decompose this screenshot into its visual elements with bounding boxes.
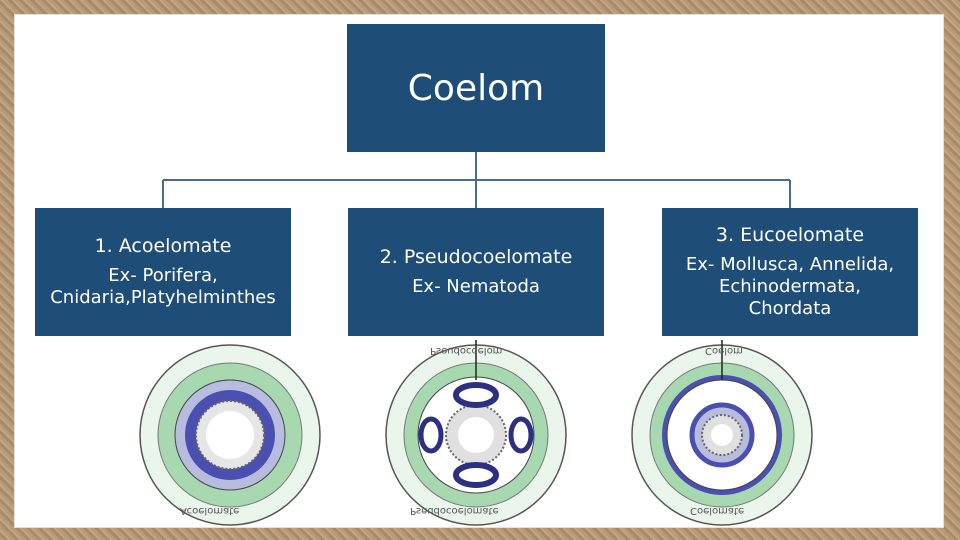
coelom-label: Coelom xyxy=(705,345,743,356)
acoelomate-heading: 1. Acoelomate xyxy=(94,235,232,257)
pseudocoelomate-box: 2. Pseudocoelomate Ex- Nematoda xyxy=(348,208,604,336)
pseudocoelom-label: Pseudocoelom xyxy=(430,345,503,356)
pseudocoelomate-heading: 2. Pseudocoelomate xyxy=(379,246,573,268)
coelom-title-box: Coelom xyxy=(347,24,605,152)
pseudocoelomate-caption: Pseudocoelomate xyxy=(410,505,499,516)
slide: Coelom 1. Acoelomate Ex- Porifera, Cnida… xyxy=(14,14,944,528)
eucoelomate-heading: 3. Eucoelomate xyxy=(715,224,865,246)
coelom-title: Coelom xyxy=(407,67,545,109)
connector-lines xyxy=(162,152,791,208)
pseudocoelomate-examples: Ex- Nematoda xyxy=(412,276,540,297)
eucoelomate-box: 3. Eucoelomate Ex- Mollusca, Annelida, E… xyxy=(662,208,918,336)
acoelomate-caption: Acoelomate xyxy=(180,505,240,516)
coelomate-caption: Coelomate xyxy=(690,505,745,516)
acoelomate-examples: Ex- Porifera, Cnidaria,Platyhelminthes xyxy=(50,265,276,308)
acoelomate-cross-section xyxy=(139,344,321,526)
pseudocoelomate-cross-section xyxy=(385,340,567,526)
acoelomate-box: 1. Acoelomate Ex- Porifera, Cnidaria,Pla… xyxy=(35,208,291,336)
coelomate-cross-section xyxy=(631,340,813,526)
eucoelomate-examples: Ex- Mollusca, Annelida, Echinodermata, C… xyxy=(685,254,895,319)
